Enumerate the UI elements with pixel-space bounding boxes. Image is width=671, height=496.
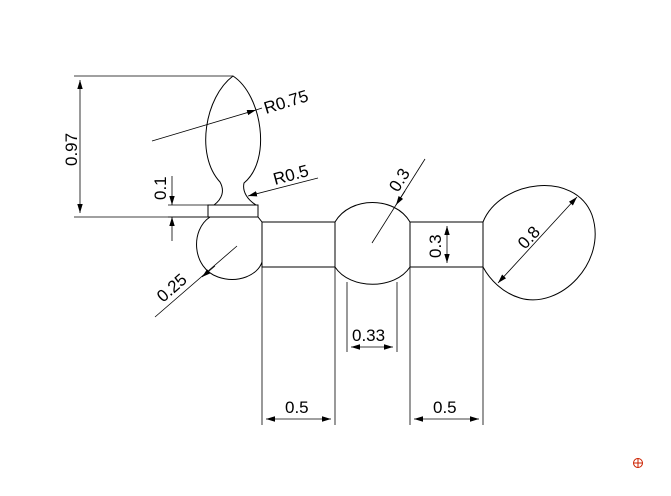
dim-right-ball: 0.8 [497,196,578,284]
dim-label-0-3-shaft: 0.3 [426,234,445,258]
part-outline [196,75,596,301]
dim-label-0-1: 0.1 [151,176,170,200]
left-shaft [261,221,336,268]
top-knob-outline [205,75,262,206]
dim-left-shaft-length: 0.5 [261,267,336,425]
dim-radius-small: R0.5 [247,161,319,197]
left-ball [196,216,263,280]
dim-label-0-5-right: 0.5 [433,398,457,417]
dim-radius-large: R0.75 [151,86,311,142]
dim-left-ball: 0.25 [153,245,238,318]
origin-marker-icon [633,458,643,468]
dim-label-0-97: 0.97 [62,133,81,166]
dim-label-0-5-left: 0.5 [285,398,309,417]
dim-label-r0-5: R0.5 [271,161,311,189]
dim-mid-ball-width: 0.33 [346,282,398,352]
dim-label-0-3-ball: 0.3 [385,165,414,195]
dim-right-shaft-length: 0.5 [409,267,484,425]
right-shaft [409,221,484,268]
dim-shaft-height: 0.3 [426,226,450,263]
dim-mid-ball: 0.3 [371,158,426,244]
dim-label-r0-75: R0.75 [262,86,311,117]
middle-ball [334,202,411,285]
dim-label-0-33: 0.33 [352,326,385,345]
right-ball [482,185,596,301]
dim-total-height: 0.97 [62,75,233,218]
dim-neck-height: 0.1 [151,176,208,241]
dim-label-0-25: 0.25 [153,270,190,306]
neck-collar [207,204,259,218]
dim-label-0-8: 0.8 [514,222,544,252]
